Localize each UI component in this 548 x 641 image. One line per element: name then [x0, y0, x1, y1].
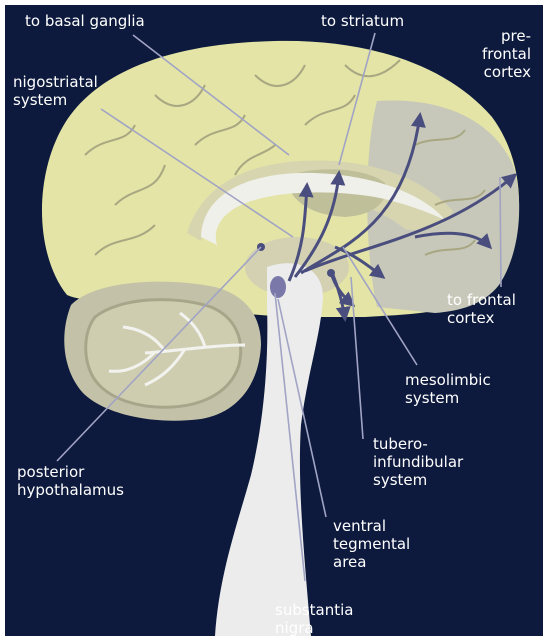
label-substantia-nigra: substantia nigra — [275, 601, 353, 636]
label-line: system — [373, 471, 428, 489]
label-line: posterior — [17, 463, 85, 481]
pathway-prefrontal — [300, 112, 426, 275]
label-to-basal-ganglia: to basal ganglia — [25, 12, 145, 30]
label-line: to frontal — [447, 291, 516, 309]
label-line: pre- — [501, 27, 531, 45]
label-ventral-tegmental-area: ventral tegmental area — [333, 517, 410, 571]
pathway-basal-ganglia — [287, 182, 314, 282]
label-line: nigostriatal — [13, 73, 98, 91]
label-line: mesolimbic — [405, 371, 491, 389]
label-line: system — [13, 91, 68, 109]
hypothalamus-nucleus — [327, 269, 335, 277]
substantia-nigra-nucleus — [270, 276, 286, 298]
label-line: area — [333, 553, 367, 571]
label-to-frontal-cortex: to frontal cortex — [447, 291, 516, 327]
label-line: infundibular — [373, 453, 464, 471]
label-line: nigra — [275, 619, 314, 636]
pathway-frontal-upper — [304, 173, 518, 273]
label-line: substantia — [275, 601, 354, 619]
cerebellum-arbor — [108, 311, 246, 387]
label-line: cortex — [447, 309, 495, 327]
pathway-striatum — [293, 170, 346, 278]
label-line: frontal — [481, 45, 531, 63]
label-line: tegmental — [333, 535, 411, 553]
label-nigostriatal-system: nigostriatal system — [13, 73, 98, 109]
label-line: tubero- — [373, 435, 428, 453]
label-line: hypothalamus — [17, 481, 124, 499]
pathway-frontal-lower — [414, 231, 493, 250]
label-line: ventral — [333, 517, 387, 535]
label-line: system — [405, 389, 460, 407]
cerebellum-inner — [84, 298, 243, 409]
corpus-callosum — [201, 172, 445, 245]
label-to-striatum: to striatum — [321, 12, 405, 30]
pathway-mesolimbic — [334, 245, 386, 279]
label-line: cortex — [483, 63, 531, 81]
brain-diagram — [41, 32, 520, 636]
label-tubero-infundibular-system: tubero- infundibular system — [373, 435, 463, 489]
cortex-gyri — [84, 59, 486, 256]
label-mesolimbic-system: mesolimbic system — [405, 371, 491, 407]
label-lines — [56, 32, 502, 582]
label-posterior-hypothalamus: posterior hypothalamus — [17, 463, 124, 499]
brainstem — [215, 263, 323, 636]
label-prefrontal-cortex: pre- frontal cortex — [482, 27, 531, 81]
diagram-frame: to basal ganglia to striatum nigostriata… — [5, 5, 543, 636]
